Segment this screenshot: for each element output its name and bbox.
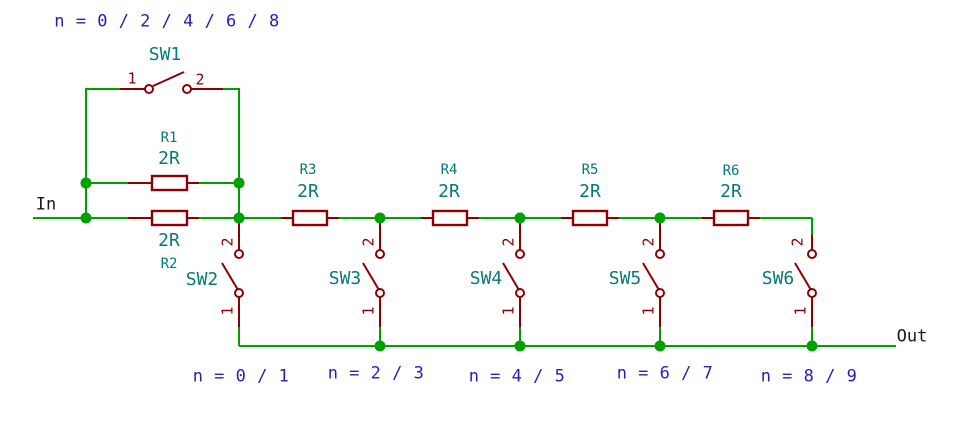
switch-sw2-ref: SW2: [185, 269, 219, 290]
switch-sw3-ref: SW3: [328, 268, 362, 289]
sw5-pin1-number: 1: [639, 306, 658, 316]
junction-dot: [374, 212, 386, 224]
resistor-body: [712, 209, 750, 227]
sw5-pin2-number: 2: [639, 237, 658, 247]
resistor-r4-ref: R4: [440, 162, 458, 178]
junction-dot: [514, 212, 526, 224]
resistor-body: [431, 209, 469, 227]
sw3-pin1-number: 1: [359, 306, 378, 316]
resistor-r5-ref: R5: [581, 162, 599, 178]
switch-contact-circle: [807, 249, 817, 259]
junction-dot: [654, 340, 666, 352]
switch-contact-circle: [655, 249, 665, 259]
resistor-r3-ref: R3: [299, 162, 317, 178]
switch-lever: [794, 262, 812, 291]
net-annotation-sw3: n = 2 / 3: [327, 363, 425, 384]
resistor-r2-value: 2R: [158, 230, 180, 251]
switch-contact-circle: [515, 249, 525, 259]
resistor-r1-ref: R1: [160, 130, 178, 146]
switch-contact-circle: [515, 288, 525, 298]
net-annotation-sw5: n = 6 / 7: [616, 363, 714, 384]
resistor-r2-symbol: [128, 209, 199, 227]
junction-dot: [654, 212, 666, 224]
resistor-r3-value: 2R: [297, 181, 319, 202]
net-annotation-sw4: n = 4 / 5: [468, 366, 566, 387]
junction-dot: [514, 340, 526, 352]
net-annotation-sw6: n = 8 / 9: [760, 366, 858, 387]
resistor-body: [150, 174, 189, 192]
resistor-body: [571, 209, 609, 227]
resistor-r1-symbol: [128, 174, 199, 192]
resistor-body: [291, 209, 329, 227]
switch-lever: [152, 71, 185, 87]
switch-contact-circle: [807, 288, 817, 298]
junction-dot: [233, 212, 245, 224]
switch-sw6-ref: SW6: [761, 268, 795, 289]
sw2-pin1-number: 1: [218, 306, 237, 316]
switch-sw4-ref: SW4: [469, 268, 503, 289]
junction-dot: [374, 340, 386, 352]
switch-lever: [502, 262, 520, 291]
sw5-symbol: [642, 220, 665, 327]
sw4-symbol: [502, 220, 525, 327]
switch-lever: [362, 262, 380, 291]
switch-contact-circle: [234, 288, 244, 298]
sw4-pin1-number: 1: [499, 306, 518, 316]
switch-contact-circle: [655, 288, 665, 298]
resistor-body: [150, 209, 189, 227]
junction-dots: [80, 177, 818, 352]
resistor-r6-value: 2R: [720, 181, 742, 202]
sw6-symbol: [794, 235, 817, 327]
junction-dot: [80, 212, 92, 224]
sw3-pin2-number: 2: [359, 237, 378, 247]
resistor-r5-symbol: [561, 209, 619, 227]
resistor-r6-symbol: [702, 209, 760, 227]
switch-contact-circle: [375, 288, 385, 298]
switch-sw1-ref: SW1: [148, 44, 182, 65]
input-port-label: In: [35, 194, 57, 215]
resistor-r4-symbol: [421, 209, 479, 227]
switch-contact-circle: [182, 84, 192, 94]
resistor-r1-value: 2R: [158, 148, 180, 169]
resistor-r4-value: 2R: [438, 181, 460, 202]
net-annotation-sw2: n = 0 / 1: [192, 366, 290, 387]
sw6-pin1-number: 1: [791, 306, 810, 316]
sw2-pin2-number: 2: [218, 237, 237, 247]
switch-contact-circle: [234, 249, 244, 259]
sw1-pin1-number: 1: [127, 69, 137, 88]
net-annotation-top: n = 0 / 2 / 4 / 6 / 8: [54, 11, 280, 32]
sw3-symbol: [362, 220, 385, 327]
sw6-pin2-number: 2: [788, 237, 807, 247]
sw2-symbol: [221, 220, 244, 327]
sw4-pin2-number: 2: [499, 237, 518, 247]
resistor-r6-ref: R6: [722, 163, 740, 179]
switch-lever: [642, 262, 660, 291]
switch-sw5-ref: SW5: [608, 268, 642, 289]
resistor-r5-value: 2R: [579, 181, 601, 202]
switch-lever: [221, 262, 239, 291]
resistor-r3-symbol: [281, 209, 339, 227]
switch-contact-circle: [375, 249, 385, 259]
sw1-symbol: [120, 71, 223, 94]
sw1-pin2-number: 2: [195, 70, 205, 89]
junction-dot: [806, 340, 818, 352]
resistor-r2-ref: R2: [160, 256, 178, 272]
junction-dot: [80, 177, 92, 189]
junction-dot: [233, 177, 245, 189]
output-port-label: Out: [896, 326, 928, 347]
switch-contact-circle: [144, 84, 154, 94]
